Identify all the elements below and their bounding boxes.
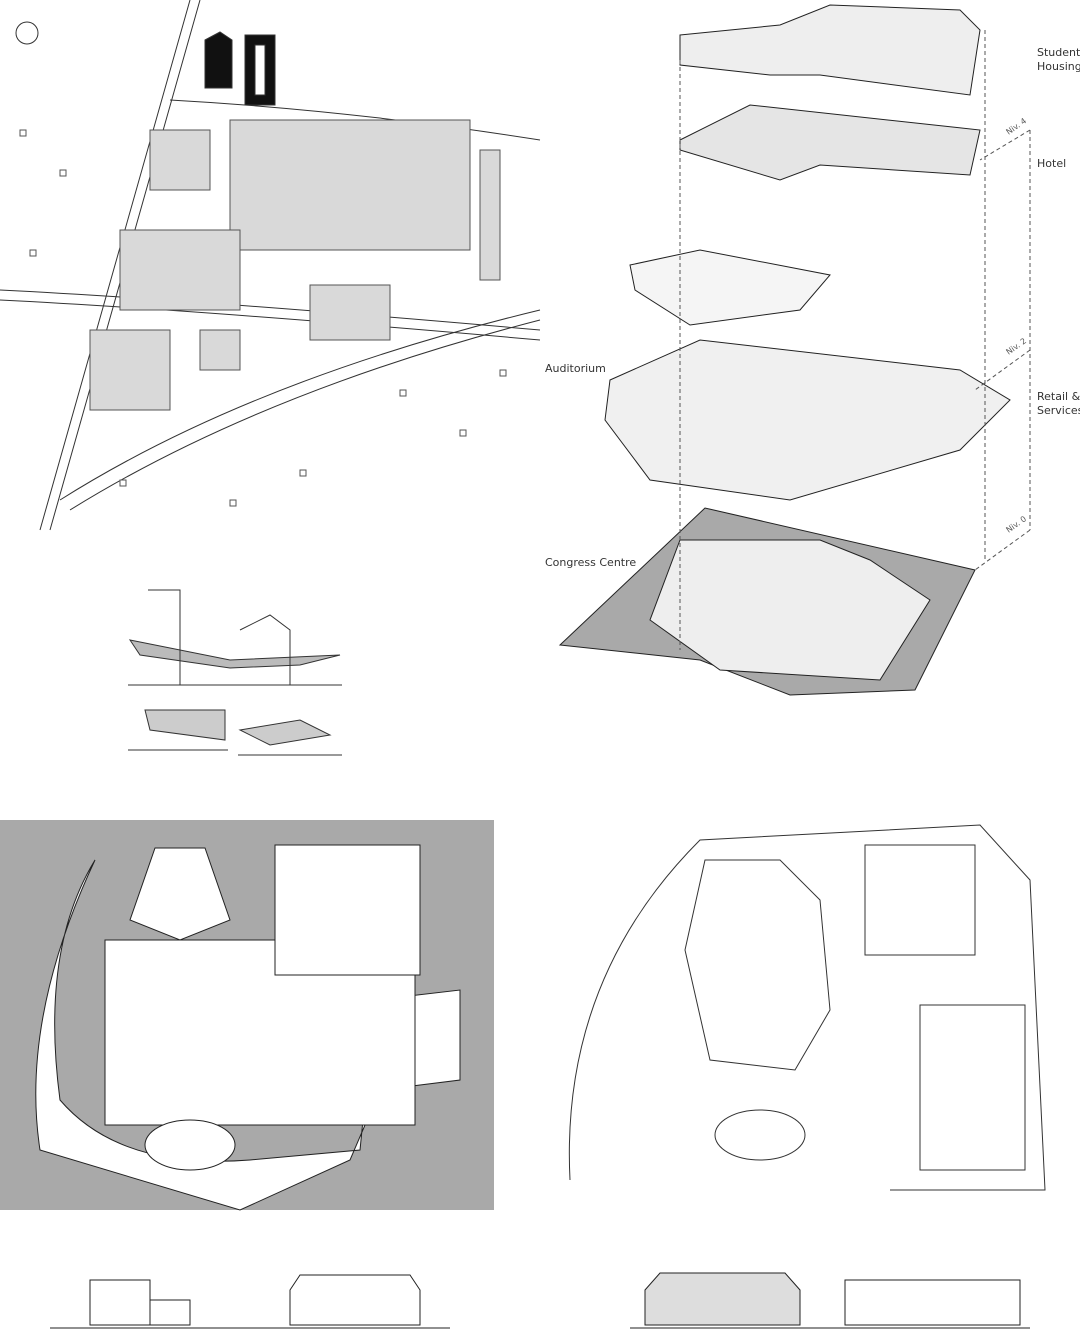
label-student-housing: Student Housing xyxy=(1037,46,1080,73)
label-hotel: Hotel xyxy=(1037,157,1067,170)
north-arrow-icon xyxy=(15,21,39,45)
label-congress-centre: Congress Centre xyxy=(545,556,637,569)
label-retail-services: Retail & Services xyxy=(1037,390,1080,417)
sections xyxy=(50,1272,1030,1329)
site-plan xyxy=(0,0,541,531)
label-auditorium: Auditorium xyxy=(545,362,606,375)
upper-floor-plan xyxy=(568,824,1046,1191)
ground-floor-plan xyxy=(0,820,494,1211)
exploded-axonometric xyxy=(558,4,1031,696)
canopy-sections xyxy=(128,589,342,756)
